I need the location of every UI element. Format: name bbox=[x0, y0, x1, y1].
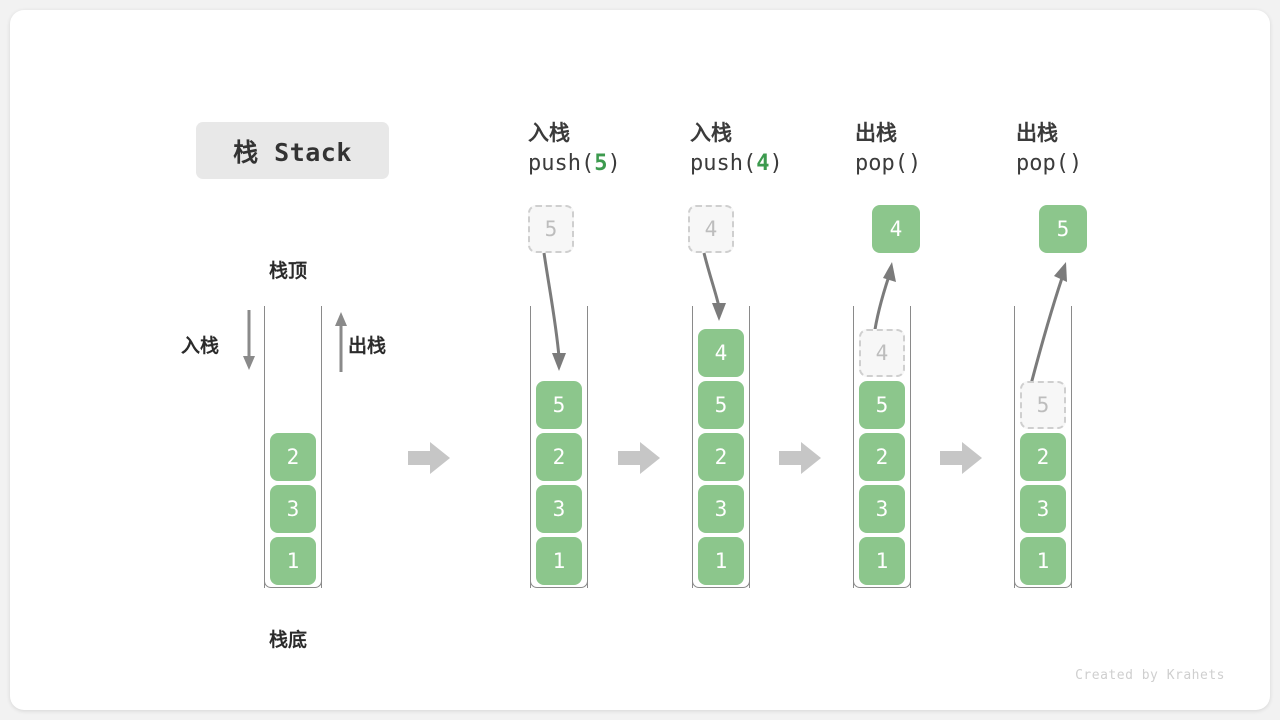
stack-tube-push-5 bbox=[530, 306, 588, 588]
tube-wall-right bbox=[587, 306, 588, 588]
stage-op-cn: 入栈 bbox=[690, 121, 732, 145]
tube-wall-right bbox=[1071, 306, 1072, 588]
label-push-side: 入栈 bbox=[181, 335, 220, 357]
tube-wall-left bbox=[692, 306, 693, 588]
label-stack-top: 栈顶 bbox=[269, 260, 308, 282]
stage-op-code: pop() bbox=[855, 151, 922, 177]
diagram-card: 栈 Stack 栈顶 栈底 入栈 出栈 1 3 2 入栈 bbox=[10, 10, 1270, 710]
outgoing-element: 4 bbox=[872, 205, 920, 253]
stack-tube-pop-4 bbox=[853, 306, 911, 588]
stage-transition-arrow bbox=[408, 442, 450, 474]
stack-element: 2 bbox=[859, 433, 905, 481]
tube-floor bbox=[264, 576, 322, 588]
tube-wall-right bbox=[910, 306, 911, 588]
stack-element: 1 bbox=[698, 537, 744, 585]
stack-element: 5 bbox=[698, 381, 744, 429]
stage-heading: 出栈 pop() bbox=[1016, 118, 1082, 180]
stack-element: 2 bbox=[1020, 433, 1066, 481]
stack-element: 3 bbox=[270, 485, 316, 533]
stack-element: 5 bbox=[859, 381, 905, 429]
tube-wall-left bbox=[1014, 306, 1015, 588]
stage-transition-arrow bbox=[618, 442, 660, 474]
stage-heading: 出栈 pop() bbox=[855, 118, 921, 180]
stage-op-code: push(4) bbox=[690, 151, 783, 177]
stage-op-cn: 入栈 bbox=[528, 121, 570, 145]
tube-floor bbox=[1014, 576, 1072, 588]
stack-element: 2 bbox=[698, 433, 744, 481]
incoming-element-ghost: 4 bbox=[688, 205, 734, 253]
push-direction-arrow bbox=[243, 310, 255, 370]
label-stack-bottom: 栈底 bbox=[269, 629, 308, 651]
stack-element: 3 bbox=[1020, 485, 1066, 533]
stack-element: 3 bbox=[859, 485, 905, 533]
tube-wall-right bbox=[749, 306, 750, 588]
stack-element: 3 bbox=[698, 485, 744, 533]
tube-wall-right bbox=[321, 306, 322, 588]
stack-element: 1 bbox=[859, 537, 905, 585]
push-motion-arrow bbox=[542, 252, 566, 371]
stack-element: 1 bbox=[1020, 537, 1066, 585]
stage-transition-arrow bbox=[779, 442, 821, 474]
stage-op-cn: 出栈 bbox=[1016, 121, 1058, 145]
pop-motion-arrow bbox=[1028, 262, 1067, 389]
tube-wall-left bbox=[853, 306, 854, 588]
tube-floor bbox=[853, 576, 911, 588]
tube-floor bbox=[692, 576, 750, 588]
incoming-element-ghost: 5 bbox=[528, 205, 574, 253]
stack-tube-pop-5 bbox=[1014, 306, 1072, 588]
stage-transition-arrow bbox=[940, 442, 982, 474]
stage-heading: 入栈 push(5) bbox=[528, 118, 621, 180]
stack-element: 4 bbox=[698, 329, 744, 377]
stage-op-code: pop() bbox=[1016, 151, 1083, 177]
stack-element: 1 bbox=[536, 537, 582, 585]
stack-element-ghost: 5 bbox=[1020, 381, 1066, 429]
stack-element: 2 bbox=[270, 433, 316, 481]
outgoing-element: 5 bbox=[1039, 205, 1087, 253]
credit-text: Created by Krahets bbox=[1075, 668, 1225, 683]
stack-element-ghost: 4 bbox=[859, 329, 905, 377]
stack-tube-initial bbox=[264, 306, 322, 588]
tube-wall-left bbox=[264, 306, 265, 588]
stack-element: 1 bbox=[270, 537, 316, 585]
pop-direction-arrow bbox=[335, 312, 347, 372]
push-motion-arrow bbox=[702, 252, 726, 321]
label-pop-side: 出栈 bbox=[348, 335, 387, 357]
diagram-title-chip: 栈 Stack bbox=[196, 122, 389, 179]
stage-op-code: push(5) bbox=[528, 151, 621, 177]
stack-element: 2 bbox=[536, 433, 582, 481]
tube-floor bbox=[530, 576, 588, 588]
stack-element: 3 bbox=[536, 485, 582, 533]
stack-element: 5 bbox=[536, 381, 582, 429]
stage-op-cn: 出栈 bbox=[855, 121, 897, 145]
stage-heading: 入栈 push(4) bbox=[690, 118, 783, 180]
tube-wall-left bbox=[530, 306, 531, 588]
stack-tube-push-4 bbox=[692, 306, 750, 588]
